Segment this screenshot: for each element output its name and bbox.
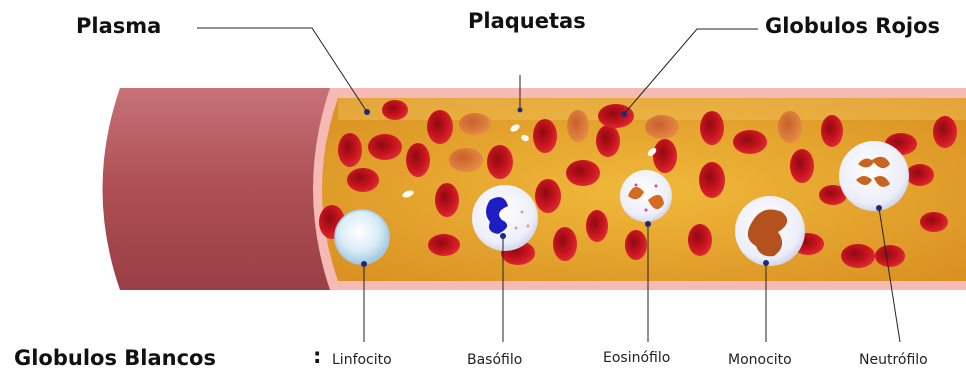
platelets-label: Plaquetas <box>468 9 586 33</box>
neutrophil-label: Neutrófilo <box>859 352 928 368</box>
eosinophil-label: Eosinófilo <box>603 350 670 366</box>
monocyte-label: Monocito <box>728 352 792 368</box>
eosinophil-cell <box>620 170 672 222</box>
red-blood-cells-label: Globulos Rojos <box>765 14 940 38</box>
plasma-label: Plasma <box>76 14 161 38</box>
basophil-cell <box>472 185 538 251</box>
white-blood-cells-label: Globulos Blancos <box>14 346 216 370</box>
neutrophil-cell <box>839 141 909 211</box>
white-blood-cells-colon: : <box>313 344 321 368</box>
monocyte-cell <box>735 196 805 266</box>
vessel-outer-wall <box>103 88 336 290</box>
lymphocyte-label: Linfocito <box>332 352 392 368</box>
basophil-label: Basófilo <box>467 352 522 368</box>
lymphocyte-cell <box>335 210 389 264</box>
